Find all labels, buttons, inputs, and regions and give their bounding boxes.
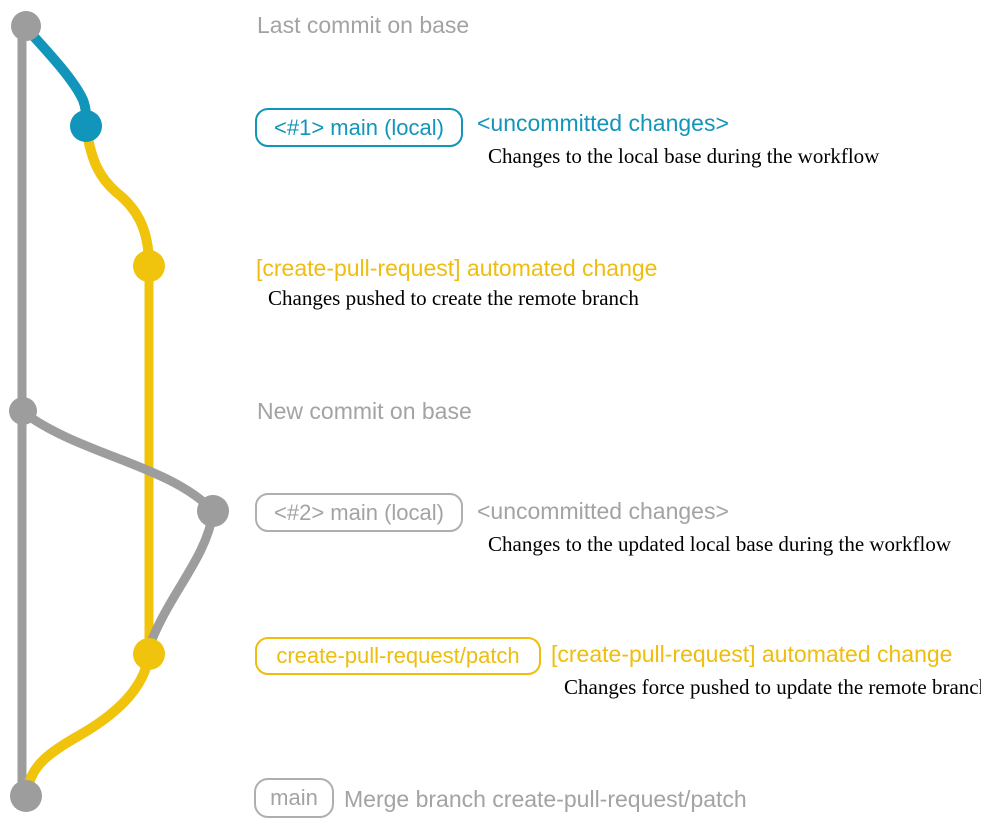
branch-badge-main-local-2: <#2> main (local)	[255, 493, 463, 532]
commit-dot-merge	[10, 780, 42, 812]
commit-dot-uncommitted-2	[197, 495, 229, 527]
patch-branch-curve-top	[82, 128, 154, 267]
branch-badge-main-local-2-label: <#2> main (local)	[274, 499, 444, 525]
commit-dot-automated-change-2	[133, 638, 165, 670]
git-graph	[9, 11, 229, 812]
caption-local-base-changes: Changes to the local base during the wor…	[488, 144, 880, 168]
heading-automated-change-2: [create-pull-request] automated change	[551, 641, 953, 667]
branch-badge-main-final: main	[254, 778, 334, 818]
commit-dot-new-base	[9, 397, 37, 425]
branch-badge-patch: create-pull-request/patch	[255, 637, 541, 675]
rebase-curve-out	[18, 407, 218, 516]
caption-changes-force-pushed: Changes force pushed to update the remot…	[564, 675, 981, 699]
patch-merge-curve	[23, 648, 154, 793]
heading-merge-branch: Merge branch create-pull-request/patch	[344, 786, 747, 812]
local-main-branch-line	[22, 24, 91, 129]
label-last-commit-on-base: Last commit on base	[257, 12, 470, 38]
caption-updated-local-base-changes: Changes to the updated local base during…	[488, 532, 952, 556]
branch-badge-patch-label: create-pull-request/patch	[276, 643, 520, 668]
caption-changes-pushed: Changes pushed to create the remote bran…	[268, 286, 639, 310]
branch-badge-main-local-1: <#1> main (local)	[255, 108, 463, 147]
heading-uncommitted-changes-1: <uncommitted changes>	[477, 110, 729, 136]
branch-badge-main-local-1-label: <#1> main (local)	[274, 114, 444, 140]
branch-badge-main-final-label: main	[270, 785, 318, 810]
label-new-commit-on-base: New commit on base	[257, 398, 472, 424]
heading-uncommitted-changes-2: <uncommitted changes>	[477, 498, 729, 524]
commit-dot-last-base	[11, 11, 41, 41]
commit-dot-automated-change-1	[133, 250, 165, 282]
rebase-curve-in	[146, 508, 218, 647]
heading-automated-change-1: [create-pull-request] automated change	[256, 255, 658, 281]
commit-dot-uncommitted-1	[70, 110, 102, 142]
